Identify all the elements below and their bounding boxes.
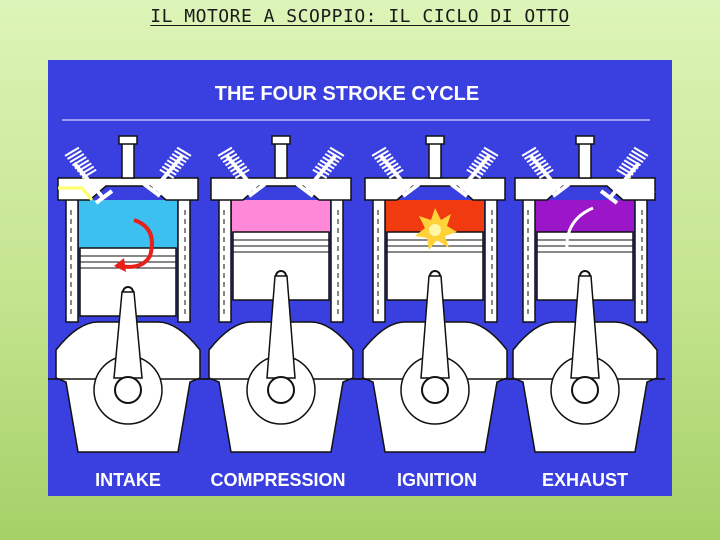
spring-coil bbox=[521, 146, 537, 157]
spring-coil bbox=[628, 153, 644, 164]
exhaust-valve-stem bbox=[150, 154, 184, 194]
swirl-arrow bbox=[119, 218, 154, 269]
exhaust-valve-head bbox=[599, 189, 619, 205]
spring-coil bbox=[69, 153, 85, 164]
crankshaft bbox=[571, 376, 599, 404]
spark-plug-cap bbox=[271, 135, 291, 145]
exhaust-valve-stem bbox=[303, 154, 337, 194]
stroke-label-intake: INTAKE bbox=[95, 470, 161, 490]
exhaust-valve-head bbox=[295, 182, 315, 198]
intake-valve-stem bbox=[225, 154, 259, 194]
spark-plug bbox=[121, 141, 135, 179]
intake-valve-head bbox=[247, 182, 267, 198]
connecting-rod bbox=[570, 275, 600, 379]
engine-exhaust bbox=[505, 135, 665, 453]
spring-coil bbox=[524, 149, 539, 160]
crankshaft bbox=[114, 376, 142, 404]
flame-core bbox=[429, 224, 441, 236]
spring-coil bbox=[327, 149, 342, 160]
spring-coil bbox=[483, 146, 499, 157]
swirl-arrow-head bbox=[114, 258, 126, 272]
exhaust-valve-stem bbox=[457, 154, 491, 194]
exhaust-swirl-arrow bbox=[565, 206, 594, 251]
intake-valve-stem bbox=[529, 154, 563, 194]
spring-coil bbox=[220, 149, 235, 160]
slide-title: IL MOTORE A SCOPPIO: IL CICLO DI OTTO bbox=[0, 6, 720, 27]
spark-plug bbox=[578, 141, 592, 179]
spring-coil bbox=[374, 149, 389, 160]
combustion-chamber bbox=[536, 200, 634, 232]
spring-coil bbox=[481, 149, 496, 160]
intake-valve-stem bbox=[379, 154, 413, 194]
spark-plug-cap bbox=[118, 135, 138, 145]
spring-coil bbox=[329, 146, 345, 157]
combustion-chamber bbox=[232, 200, 330, 232]
exhaust-valve-spring bbox=[616, 146, 649, 179]
engine-group: INTAKE COMPRESSION IGNITION EXHAUST bbox=[48, 135, 665, 490]
stroke-label-compression: COMPRESSION bbox=[210, 470, 345, 490]
engine-ignition bbox=[355, 135, 515, 453]
engine-compression bbox=[201, 135, 361, 453]
intake-valve-stem bbox=[72, 161, 106, 201]
spark-plug-cap bbox=[425, 135, 445, 145]
spring-coil bbox=[633, 146, 649, 157]
connecting-rod bbox=[113, 291, 143, 379]
crankshaft bbox=[267, 376, 295, 404]
spring-coil bbox=[371, 146, 387, 157]
slide-title-text: IL MOTORE A SCOPPIO: IL CICLO DI OTTO bbox=[150, 6, 570, 27]
spring-coil bbox=[67, 149, 82, 160]
cylinder-head bbox=[364, 177, 506, 201]
spring-coil bbox=[176, 146, 192, 157]
spark-plug-cap bbox=[575, 135, 595, 145]
intake-valve-head bbox=[401, 182, 421, 198]
spring-coil bbox=[631, 149, 646, 160]
combustion-chamber bbox=[79, 200, 177, 248]
spring-coil bbox=[174, 149, 189, 160]
diagram-heading: THE FOUR STROKE CYCLE bbox=[215, 83, 479, 105]
cylinder-head bbox=[514, 177, 656, 201]
spark-plug bbox=[274, 141, 288, 179]
stroke-label-exhaust: EXHAUST bbox=[542, 470, 628, 490]
engine-intake bbox=[48, 135, 208, 453]
cylinder-head bbox=[210, 177, 352, 201]
spring-coil bbox=[217, 146, 233, 157]
stroke-label-ignition: IGNITION bbox=[397, 470, 477, 490]
connecting-rod bbox=[420, 275, 450, 379]
exhaust-valve-head bbox=[142, 182, 162, 198]
spring-coil bbox=[64, 146, 80, 157]
exhaust-out-arrow-head bbox=[645, 186, 655, 198]
spark-plug bbox=[428, 141, 442, 179]
exhaust-valve-head bbox=[449, 182, 469, 198]
intake-valve-spring bbox=[64, 146, 97, 179]
crankshaft bbox=[421, 376, 449, 404]
intake-valve-head bbox=[551, 182, 571, 198]
connecting-rod bbox=[266, 275, 296, 379]
intake-flow-arrow bbox=[58, 186, 94, 201]
intake-valve-head bbox=[94, 189, 114, 205]
